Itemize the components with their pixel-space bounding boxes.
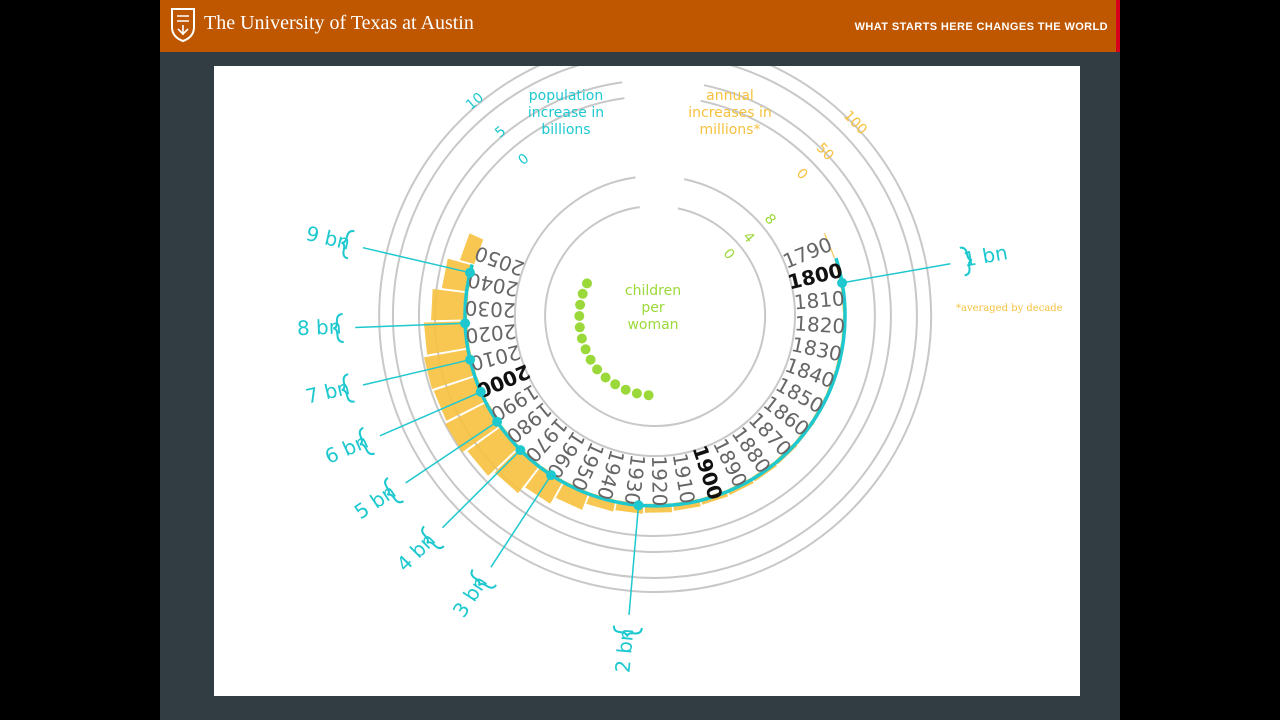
annual-header-line1: annual [706,88,754,104]
footnote: *averaged by decade [956,303,1063,314]
fertility-dot-2020 [580,344,591,355]
fertility-dot-1960 [631,388,642,399]
milestone-leader-8bn [355,322,466,329]
institution-name: The University of Texas at Austin [204,12,474,34]
fertility-tick-8: 8 [761,211,779,228]
milestone-label-2bn: 2 bn [611,627,639,673]
population-header-line2: increase in [528,105,604,121]
annual-bar-1990 [445,402,502,453]
milestone-label-9bn: 9 bn [304,221,353,255]
population-ring-5 [417,81,892,553]
fertility-header-line1: children [625,283,681,299]
annual-bar-1950 [555,481,589,510]
fertility-dot-2070 [577,288,588,299]
annual-bar-2050 [459,233,484,265]
annual-bar-2010 [423,349,477,390]
header-stripe [1116,0,1120,52]
decade-label-1920: 1920 [647,455,672,506]
fertility-dot-2030 [576,333,587,344]
population-tick-0: 0 [515,151,532,169]
fertility-header-line2: per [641,300,665,316]
fertility-dot-1990 [600,372,611,383]
population-header-line1: population [529,88,604,104]
fertility-dot-2000 [592,364,603,375]
annual-header-line2: increases in [688,105,772,121]
milestone-leader-2bn [628,505,640,615]
population-ring-10 [378,66,933,593]
milestone-bracket-3bn [470,568,497,589]
milestone-leader-7bn [362,358,471,386]
decade-label-2020: 2020 [464,319,517,348]
annual-bar-2000 [433,376,488,421]
milestone-leader-3bn [490,474,552,568]
tagline: WHAT STARTS HERE CHANGES THE WORLD [854,21,1108,33]
slide: The University of Texas at Austin WHAT S… [160,0,1120,720]
fertility-header-line3: woman [627,317,678,333]
scale-rings [378,66,933,593]
population-chart: 1790180018101820183018401850186018701880… [296,66,1063,674]
annual-bar-1980 [467,425,520,476]
fertility-dot-2050 [574,311,585,321]
milestone-leader-1bn [841,262,951,284]
annual-ring-100 [391,66,918,579]
fertility-dot-2080 [582,278,592,289]
fertility-dot-2010 [585,354,596,365]
milestone-bracket-7bn [341,373,355,403]
milestone-dot-1bn [837,277,848,288]
milestone-bracket-6bn [358,426,375,456]
annual-bar-2040 [441,258,474,292]
milestone-dot-8bn [460,318,471,329]
fertility-dots [574,278,654,401]
milestone-dot-7bn [465,354,476,365]
milestone-leader-6bn [379,391,482,437]
milestone-dot-9bn [465,267,475,278]
annual-bar-2030 [431,288,469,321]
milestone-label-1bn: 1 bn [962,240,1010,271]
milestone-label-7bn: 7 bn [303,375,352,409]
milestone-dot-6bn [475,386,486,397]
header-bar: The University of Texas at Austin WHAT S… [160,0,1120,52]
milestone-label-6bn: 6 bn [321,429,371,469]
annual-header-line3: millions* [700,122,761,138]
ut-seal-icon [171,8,195,43]
fertility-ring-inner [544,206,767,428]
decade-label-1810: 1810 [793,286,846,314]
milestone-label-5bn: 5 bn [350,479,400,524]
milestone-leader-5bn [405,421,498,484]
milestone-dot-5bn [492,416,503,427]
milestone-leader-9bn [362,246,471,274]
population-tick-10: 10 [463,90,487,114]
milestone-label-8bn: 8 bn [296,315,341,341]
annual-tick-0: 0 [793,166,811,184]
population-header-line3: billions [541,122,590,138]
fertility-tick-4: 4 [739,229,757,246]
fertility-dot-1950 [643,390,654,401]
milestone-label-3bn: 3 bn [448,571,492,621]
fertility-dot-1970 [620,384,631,395]
milestone-leader-4bn [441,449,521,529]
fertility-ring-outer [514,176,796,458]
annual-ring-50 [433,97,876,537]
milestone-dot-4bn [515,445,526,456]
population-curve [463,257,847,508]
fertility-dot-2040 [574,322,585,333]
annual-bar-1790 [823,233,835,258]
fertility-dot-2060 [575,299,586,310]
decade-label-1820: 1820 [794,311,846,338]
population-arc [463,257,847,508]
annual-bar-2020 [423,321,470,355]
fertility-tick-0: 0 [720,246,738,263]
decade-label-2030: 2030 [464,296,516,323]
milestone-dot-3bn [546,470,557,481]
fertility-dot-1980 [610,379,621,390]
milestone-label-4bn: 4 bn [392,528,440,576]
milestone-dot-2bn [633,500,644,511]
